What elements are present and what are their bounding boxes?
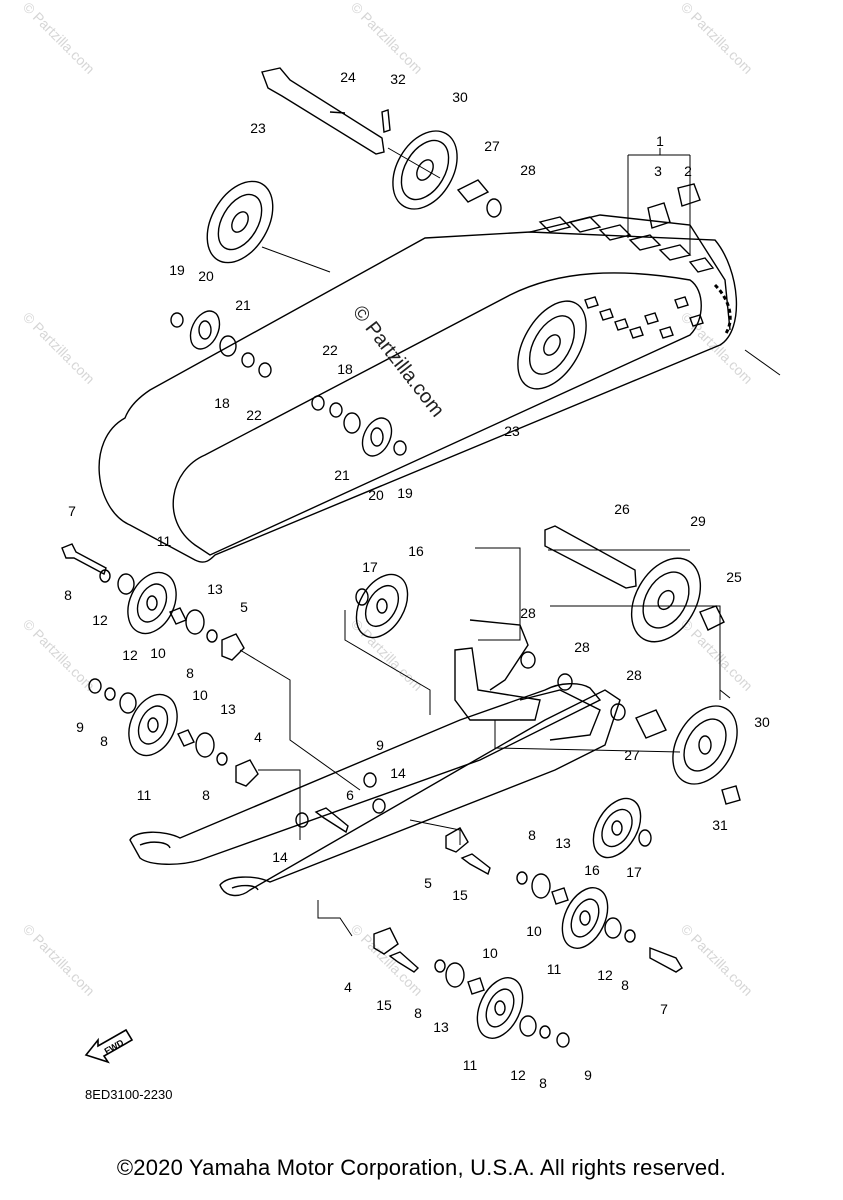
watermark: © Partzilla.com (20, 616, 98, 694)
callout-11: 11 (547, 961, 562, 977)
callout-4: 4 (344, 979, 352, 995)
callout-10: 10 (150, 645, 166, 661)
callout-13: 13 (555, 835, 571, 851)
callout-28: 28 (626, 667, 642, 683)
callout-19: 19 (397, 485, 413, 501)
callout-3: 3 (654, 163, 662, 179)
rear-axle-assembly (170, 67, 701, 457)
callout-21: 21 (235, 297, 251, 313)
watermark: © Partzilla.com (20, 309, 98, 387)
watermark: © Partzilla.com (678, 0, 756, 77)
center-watermark: © Partzilla.com (348, 302, 448, 422)
callout-24: 24 (340, 69, 356, 85)
callout-12: 12 (597, 967, 613, 983)
callout-10: 10 (482, 945, 498, 961)
callout-16: 16 (584, 862, 600, 878)
callout-11: 11 (157, 533, 172, 549)
callout-18: 18 (337, 361, 353, 377)
callout-23: 23 (250, 120, 266, 136)
callout-5: 5 (424, 875, 432, 891)
callout-14: 14 (390, 765, 406, 781)
right-idler-upper (445, 827, 683, 973)
rear-wheel-set (355, 525, 741, 859)
callout-8: 8 (100, 733, 108, 749)
callout-26: 26 (614, 501, 630, 517)
diagram-code: 8ED3100-2230 (85, 1087, 173, 1102)
callout-2: 2 (684, 163, 692, 179)
watermark: © Partzilla.com (678, 309, 756, 387)
callout-8: 8 (621, 977, 629, 993)
callout-11: 11 (137, 787, 152, 803)
callout-4: 4 (254, 729, 262, 745)
callout-8: 8 (528, 827, 536, 843)
callout-29: 29 (690, 513, 706, 529)
callout-16: 16 (408, 543, 424, 559)
callout-23: 23 (504, 423, 520, 439)
callout-32: 32 (390, 71, 406, 87)
callout-9: 9 (376, 737, 384, 753)
callout-22: 22 (322, 342, 338, 358)
right-idler-lower (373, 927, 570, 1048)
copyright-notice: ©2020 Yamaha Motor Corporation, U.S.A. A… (116, 1155, 727, 1180)
callout-28: 28 (520, 162, 536, 178)
callout-20: 20 (368, 487, 384, 503)
callout-layer: 1234455677888888889991010101011111111121… (64, 69, 770, 1091)
left-idler-upper (61, 543, 245, 661)
callout-8: 8 (202, 787, 210, 803)
watermark: © Partzilla.com (20, 0, 98, 77)
callout-5: 5 (240, 599, 248, 615)
watermark: © Partzilla.com (678, 921, 756, 999)
callout-22: 22 (246, 407, 262, 423)
leader-lines (239, 147, 781, 937)
callout-10: 10 (526, 923, 542, 939)
callout-17: 17 (362, 559, 378, 575)
callout-8: 8 (64, 587, 72, 603)
callout-7: 7 (68, 503, 76, 519)
callout-25: 25 (726, 569, 742, 585)
callout-7: 7 (660, 1001, 668, 1017)
callout-8: 8 (539, 1075, 547, 1091)
callout-12: 12 (92, 612, 108, 628)
fwd-arrow-icon: FWD (84, 1028, 134, 1064)
callout-15: 15 (376, 997, 392, 1013)
callout-27: 27 (624, 747, 640, 763)
callout-8: 8 (414, 1005, 422, 1021)
callout-13: 13 (433, 1019, 449, 1035)
watermark: © Partzilla.com (20, 921, 98, 999)
slide-rail-frame (129, 619, 621, 897)
watermark: © Partzilla.com (348, 0, 426, 77)
watermark: © Partzilla.com (348, 616, 426, 694)
callout-13: 13 (220, 701, 236, 717)
callout-8: 8 (186, 665, 194, 681)
callout-31: 31 (712, 817, 728, 833)
callout-21: 21 (334, 467, 350, 483)
callout-19: 19 (169, 262, 185, 278)
callout-20: 20 (198, 268, 214, 284)
callout-9: 9 (76, 719, 84, 735)
callout-12: 12 (122, 647, 138, 663)
callout-9: 9 (584, 1067, 592, 1083)
left-idler-lower (88, 678, 386, 834)
callout-28: 28 (520, 605, 536, 621)
callout-18: 18 (214, 395, 230, 411)
callout-30: 30 (452, 89, 468, 105)
callout-1: 1 (656, 133, 664, 149)
callout-12: 12 (510, 1067, 526, 1083)
callout-11: 11 (463, 1057, 478, 1073)
callout-10: 10 (192, 687, 208, 703)
callout-6: 6 (346, 787, 354, 803)
callout-13: 13 (207, 581, 223, 597)
callout-17: 17 (626, 864, 642, 880)
callout-28: 28 (574, 639, 590, 655)
watermark: © Partzilla.com (678, 616, 756, 694)
watermark-layer: © Partzilla.com © Partzilla.com © Partzi… (20, 0, 756, 999)
callout-15: 15 (452, 887, 468, 903)
callout-14: 14 (272, 849, 288, 865)
callout-30: 30 (754, 714, 770, 730)
watermark: © Partzilla.com (348, 921, 426, 999)
callout-27: 27 (484, 138, 500, 154)
